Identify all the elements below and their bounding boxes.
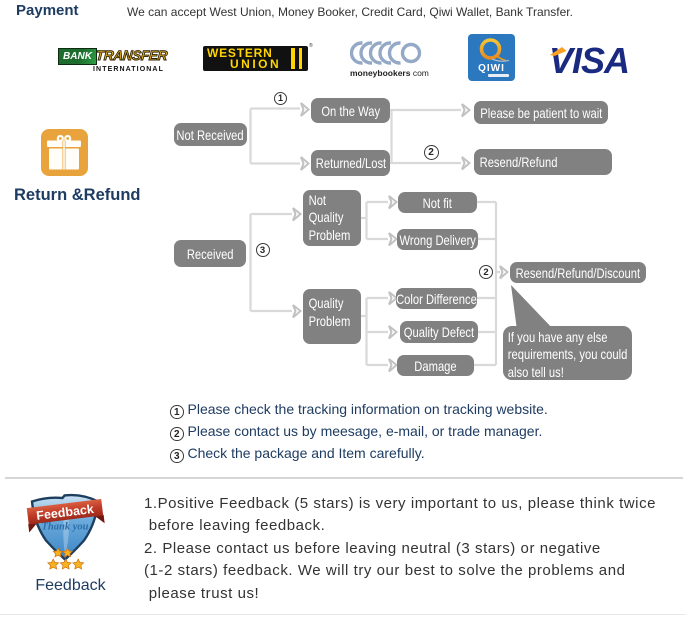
svg-text:Feedback: Feedback xyxy=(36,502,95,523)
svg-text:Thank you: Thank you xyxy=(42,522,89,533)
